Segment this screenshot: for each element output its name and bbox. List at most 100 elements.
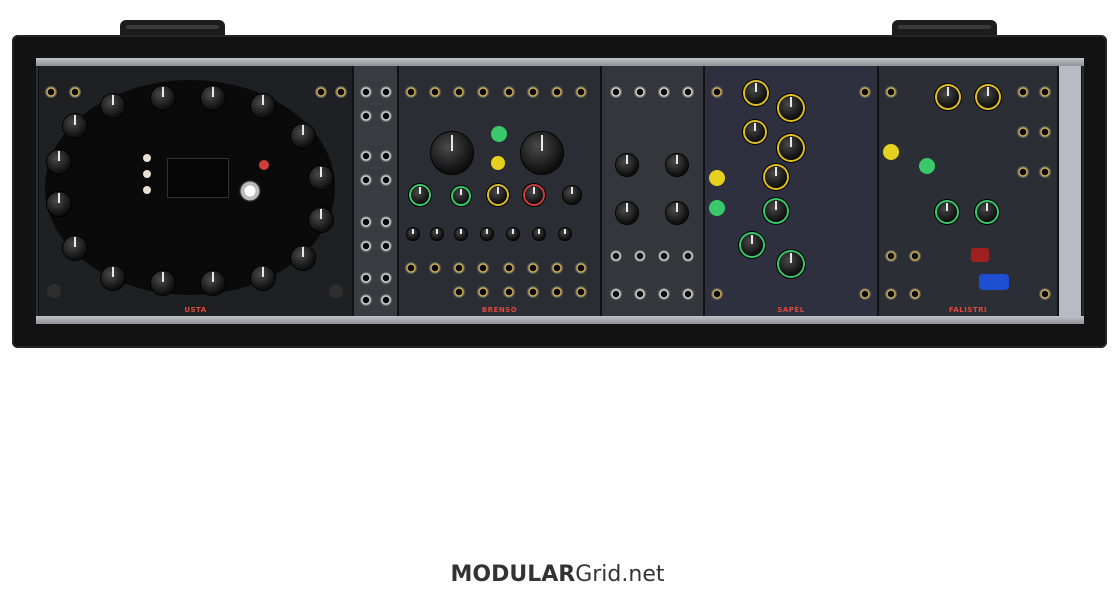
stage-knob[interactable] (201, 271, 225, 295)
sapel-jack[interactable] (859, 288, 871, 300)
utility-jack[interactable] (658, 288, 670, 300)
mult-jack[interactable] (380, 174, 392, 186)
falistri-jack[interactable] (909, 288, 921, 300)
stage-knob[interactable] (251, 266, 275, 290)
sapel-jack[interactable] (711, 86, 723, 98)
usta-button[interactable] (143, 186, 151, 194)
mult-jack[interactable] (360, 272, 372, 284)
brenso-jack[interactable] (551, 286, 563, 298)
module-falistri[interactable]: FALISTRI (878, 66, 1058, 316)
brenso-jack[interactable] (527, 86, 539, 98)
brenso-small-knob[interactable] (455, 228, 467, 240)
brenso-knob[interactable] (453, 188, 469, 204)
utility-jack[interactable] (634, 288, 646, 300)
mult-jack[interactable] (380, 216, 392, 228)
clock-jack[interactable] (45, 86, 57, 98)
module-brenso[interactable]: BRENSO (398, 66, 601, 316)
mult-jack[interactable] (380, 150, 392, 162)
stage-knob[interactable] (309, 208, 333, 232)
module-utility[interactable] (601, 66, 704, 316)
falistri-knob[interactable] (937, 202, 957, 222)
yellow-button[interactable] (491, 156, 505, 170)
sapel-knob[interactable] (765, 200, 787, 222)
mult-jack[interactable] (380, 272, 392, 284)
brenso-jack[interactable] (527, 262, 539, 274)
brenso-small-knob[interactable] (481, 228, 493, 240)
brenso-jack[interactable] (405, 86, 417, 98)
mult-jack[interactable] (360, 240, 372, 252)
falistri-knob[interactable] (937, 86, 959, 108)
mult-jack[interactable] (360, 294, 372, 306)
utility-jack[interactable] (658, 86, 670, 98)
utility-knob[interactable] (616, 154, 638, 176)
module-multiple[interactable] (353, 66, 398, 316)
sapel-jack[interactable] (859, 86, 871, 98)
utility-jack[interactable] (634, 250, 646, 262)
sapel-knob[interactable] (765, 166, 787, 188)
falistri-jack[interactable] (909, 250, 921, 262)
green-button[interactable] (491, 126, 507, 142)
usta-jack[interactable] (335, 86, 347, 98)
utility-jack[interactable] (682, 86, 694, 98)
mult-jack[interactable] (360, 86, 372, 98)
usta-encoder[interactable] (239, 180, 261, 202)
brenso-jack[interactable] (551, 86, 563, 98)
brenso-knob[interactable] (411, 186, 429, 204)
stage-knob[interactable] (291, 246, 315, 270)
brenso-jack[interactable] (477, 86, 489, 98)
brenso-jack[interactable] (503, 86, 515, 98)
utility-jack[interactable] (682, 250, 694, 262)
sapel-knob[interactable] (779, 96, 803, 120)
brenso-jack[interactable] (503, 262, 515, 274)
falistri-jack[interactable] (1039, 166, 1051, 178)
falistri-knob[interactable] (977, 202, 997, 222)
utility-jack[interactable] (658, 250, 670, 262)
falistri-jack[interactable] (885, 288, 897, 300)
falistri-jack[interactable] (1017, 126, 1029, 138)
mult-jack[interactable] (380, 294, 392, 306)
brenso-jack[interactable] (477, 262, 489, 274)
stage-knob[interactable] (151, 271, 175, 295)
utility-jack[interactable] (610, 288, 622, 300)
falistri-jack[interactable] (1039, 126, 1051, 138)
brenso-small-knob[interactable] (407, 228, 419, 240)
stage-knob[interactable] (101, 94, 125, 118)
brenso-jack[interactable] (429, 86, 441, 98)
stage-knob[interactable] (63, 236, 87, 260)
brenso-jack[interactable] (477, 286, 489, 298)
green-button[interactable] (919, 158, 935, 174)
stage-knob[interactable] (47, 192, 71, 216)
utility-jack[interactable] (610, 250, 622, 262)
falistri-jack[interactable] (885, 250, 897, 262)
brenso-jack[interactable] (575, 86, 587, 98)
brenso-jack[interactable] (453, 286, 465, 298)
utility-knob[interactable] (666, 202, 688, 224)
pitch-knob[interactable] (521, 132, 563, 174)
red-switch[interactable] (971, 248, 989, 262)
falistri-knob[interactable] (977, 86, 999, 108)
brenso-jack[interactable] (503, 286, 515, 298)
brenso-small-knob[interactable] (431, 228, 443, 240)
utility-jack[interactable] (610, 86, 622, 98)
brenso-jack[interactable] (551, 262, 563, 274)
usta-rec-button[interactable] (329, 284, 343, 298)
sapel-knob[interactable] (741, 234, 763, 256)
modulargrid-logo[interactable]: MODULARGrid.net (0, 562, 1115, 587)
mult-jack[interactable] (380, 86, 392, 98)
sapel-jack[interactable] (711, 288, 723, 300)
brenso-jack[interactable] (429, 262, 441, 274)
stage-knob[interactable] (309, 166, 333, 190)
brenso-small-knob[interactable] (507, 228, 519, 240)
brenso-knob[interactable] (489, 186, 507, 204)
sapel-knob[interactable] (779, 136, 803, 160)
mult-jack[interactable] (360, 174, 372, 186)
brenso-knob[interactable] (563, 186, 581, 204)
utility-jack[interactable] (634, 86, 646, 98)
yellow-button[interactable] (883, 144, 899, 160)
stage-knob[interactable] (291, 124, 315, 148)
utility-knob[interactable] (666, 154, 688, 176)
sapel-knob[interactable] (745, 82, 767, 104)
utility-jack[interactable] (682, 288, 694, 300)
stage-knob[interactable] (251, 94, 275, 118)
brenso-jack[interactable] (453, 262, 465, 274)
